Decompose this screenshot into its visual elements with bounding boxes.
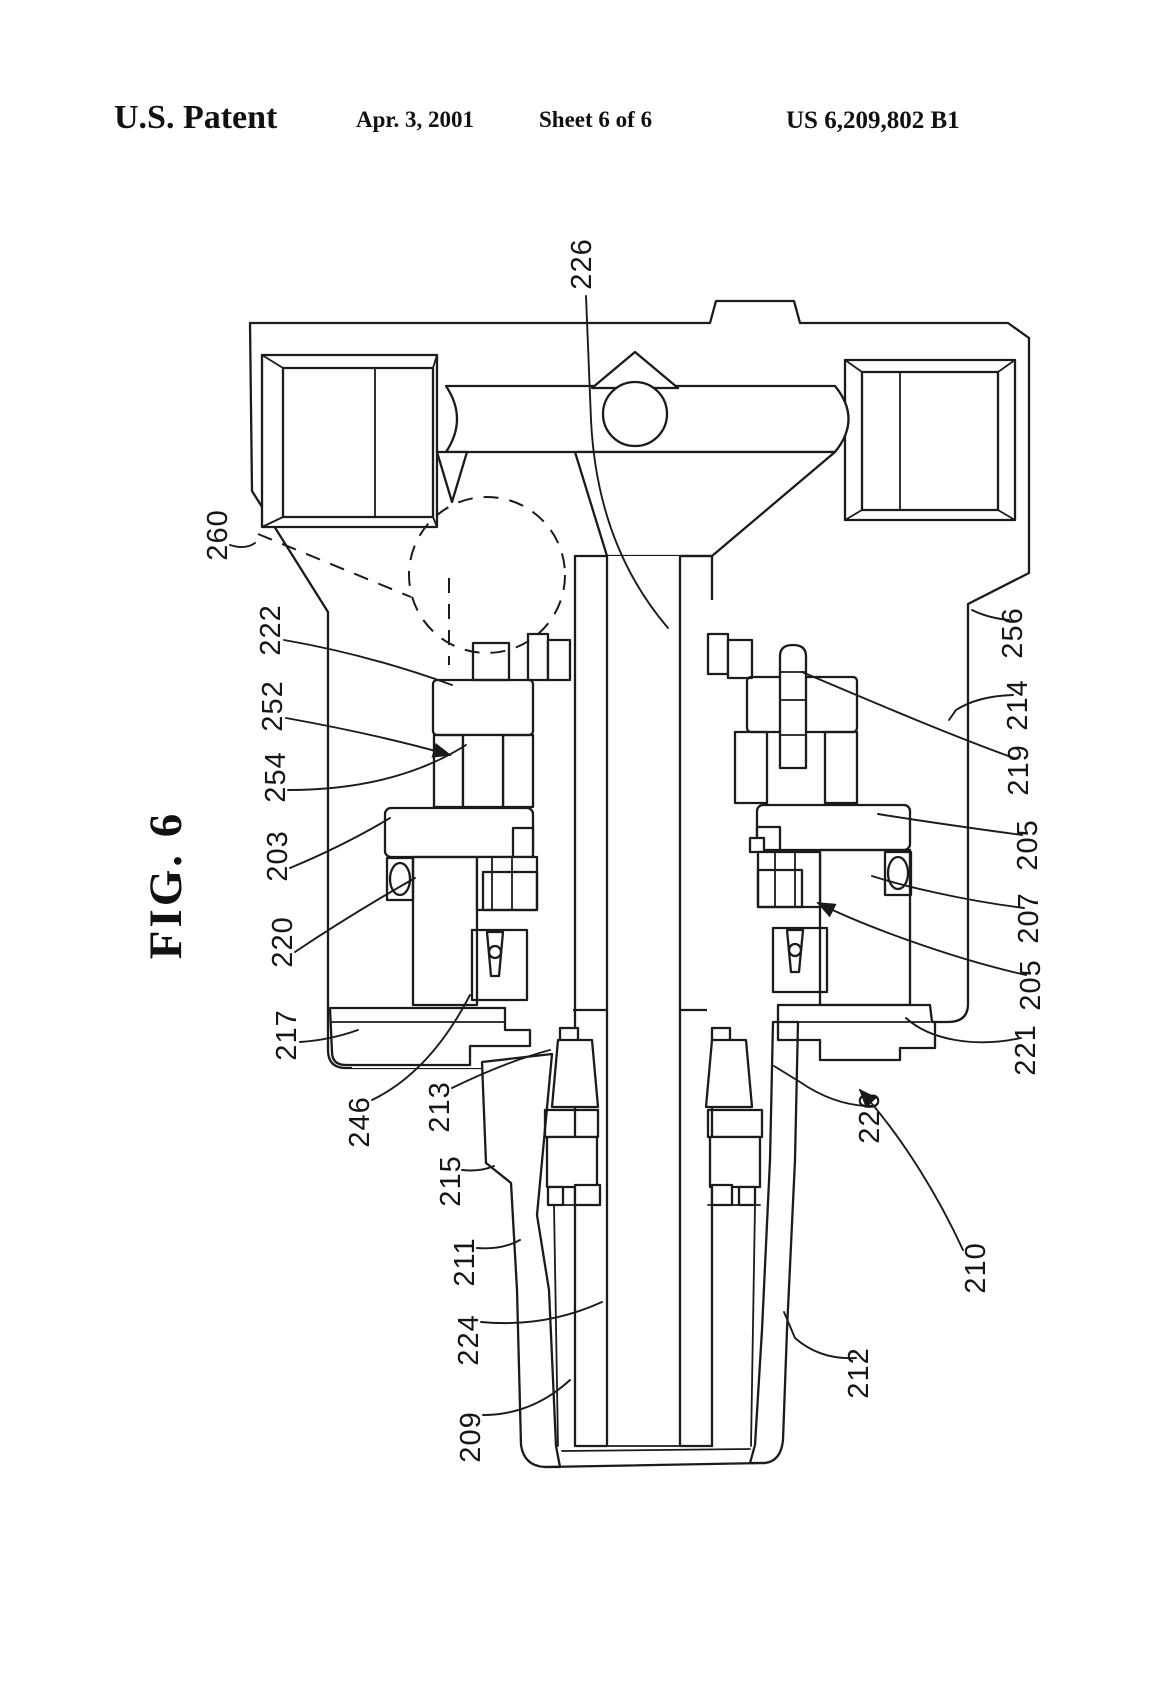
header-date: Apr. 3, 2001 (356, 107, 474, 132)
ref-label-224: 224 (453, 1314, 485, 1365)
ref-label-217: 217 (271, 1009, 303, 1060)
central-tube (575, 556, 712, 1459)
washer-stack (758, 852, 820, 907)
nozzle-left-wall (482, 1054, 560, 1467)
left-bolt-recess (262, 355, 437, 527)
ref-label-221: 221 (1010, 1024, 1042, 1075)
ref-label-212: 212 (843, 1347, 875, 1398)
ref-label-260: 260 (202, 509, 234, 560)
ref-label-215: 215 (435, 1155, 467, 1206)
stud (728, 640, 752, 678)
counterbore (437, 452, 467, 502)
washer-stack (477, 857, 537, 910)
ref-label-214: 214 (1002, 679, 1034, 730)
header-title: U.S. Patent (114, 99, 278, 136)
header-patent-number: US 6,209,802 B1 (786, 107, 960, 134)
bore-funnel (575, 452, 835, 556)
stud (473, 643, 509, 680)
ref-label-211: 211 (449, 1237, 481, 1286)
nozzle-right-wall (750, 1022, 798, 1463)
stud (548, 640, 570, 680)
ref-label-209: 209 (455, 1411, 487, 1462)
check-ball (603, 382, 667, 446)
ref-label-226-lower: 226 (854, 1092, 886, 1143)
right-bolt-recess (845, 360, 1015, 520)
ref-label-226-top: 226 (566, 238, 598, 289)
ref-label-210: 210 (960, 1242, 992, 1293)
stud (708, 634, 728, 674)
ref-label-205-lower: 205 (1015, 959, 1047, 1010)
ref-label-205-upper: 205 (1012, 819, 1044, 870)
figure-caption: FIG. 6 (140, 811, 192, 960)
ref-label-256: 256 (997, 607, 1029, 658)
ref-label-222: 222 (255, 604, 287, 655)
ref-label-220: 220 (267, 916, 299, 967)
packing-bore (463, 735, 503, 807)
stud (528, 634, 548, 680)
cross-channel (437, 352, 849, 556)
ref-label-252: 252 (257, 680, 289, 731)
ref-label-203: 203 (262, 830, 294, 881)
ref-label-207: 207 (1013, 892, 1045, 943)
ref-label-246: 246 (344, 1096, 376, 1147)
ref-label-254: 254 (260, 751, 292, 802)
stud-pin (780, 645, 806, 768)
header-sheet: Sheet 6 of 6 (539, 107, 652, 132)
ref-label-213: 213 (424, 1081, 456, 1132)
ref-label-219: 219 (1003, 744, 1035, 795)
